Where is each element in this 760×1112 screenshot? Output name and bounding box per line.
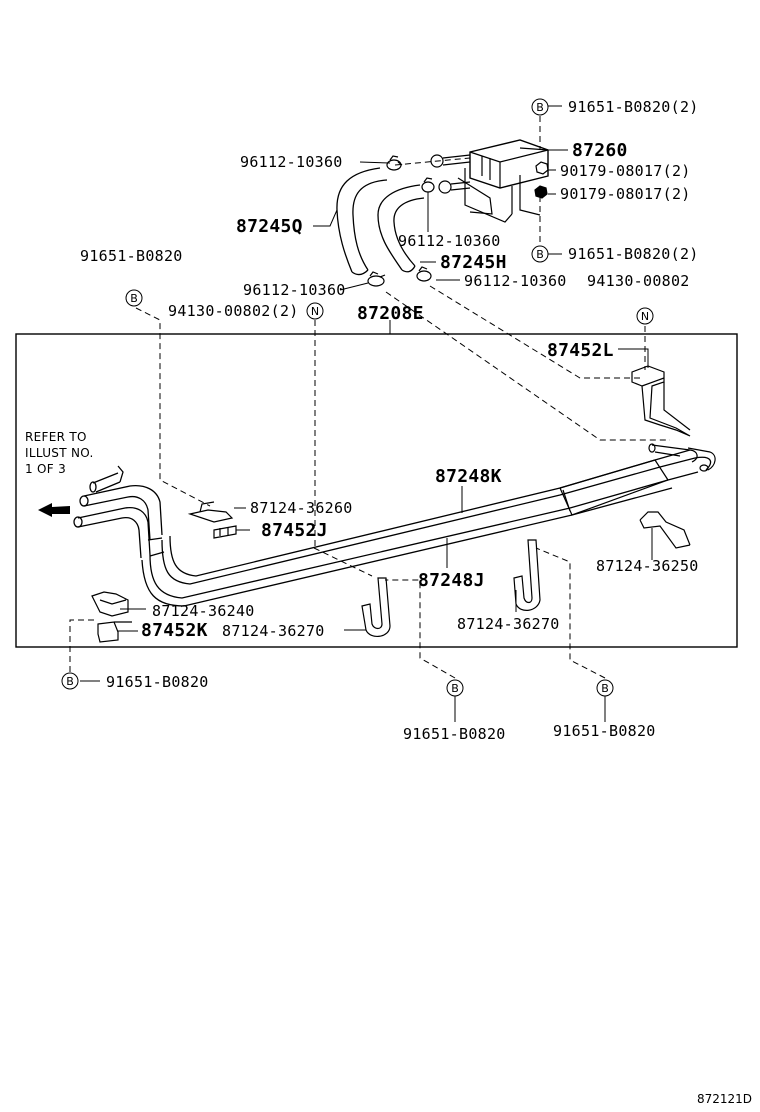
sleeve-segment bbox=[559, 459, 669, 516]
nut-90179-upper bbox=[535, 161, 549, 175]
label-87124-36250: 87124-36250 bbox=[596, 557, 699, 575]
marker-b-bottom-left-text: B bbox=[66, 675, 74, 688]
left-pipe-fittings bbox=[73, 465, 165, 559]
label-87208e: 87208E bbox=[357, 303, 424, 324]
label-clamp-right: 96112-10360 bbox=[464, 272, 567, 290]
nut-90179-lower bbox=[534, 185, 548, 199]
label-nut-1: 90179-08017(2) bbox=[560, 162, 691, 180]
label-87245q: 87245Q bbox=[236, 216, 303, 237]
label-clamp-mid: 96112-10360 bbox=[398, 232, 501, 250]
label-87124-36270-right: 87124-36270 bbox=[457, 615, 560, 633]
clip-87452k bbox=[97, 621, 132, 643]
marker-n-left bbox=[306, 302, 324, 320]
marker-n-left-text: N bbox=[311, 305, 319, 318]
clip-87124-36250 bbox=[639, 511, 691, 549]
clip-87124-36270-center bbox=[361, 577, 391, 637]
marker-b-left-top bbox=[125, 289, 143, 307]
label-87248j: 87248J bbox=[418, 570, 485, 591]
marker-b-bottom-right-text: B bbox=[601, 682, 609, 695]
label-87248k: 87248K bbox=[435, 466, 502, 487]
hose-clamp-right bbox=[416, 266, 432, 282]
clip-87124-36260 bbox=[187, 501, 234, 523]
label-b-top: 91651-B0820(2) bbox=[568, 98, 699, 116]
bracket-87452l bbox=[631, 365, 691, 437]
arrow-left-icon bbox=[38, 503, 70, 517]
hose-87245q bbox=[336, 167, 388, 276]
label-87452k: 87452K bbox=[141, 620, 208, 641]
label-87124-36270-center: 87124-36270 bbox=[222, 622, 325, 640]
leader-lines bbox=[80, 105, 653, 722]
marker-b-mid bbox=[531, 245, 549, 263]
reference-note-line2: ILLUST NO. bbox=[25, 446, 94, 460]
right-pipe-ends bbox=[648, 443, 716, 472]
fuel-line-87248j bbox=[141, 471, 699, 607]
fuel-line-87248k bbox=[161, 449, 712, 585]
label-b-mid: 91651-B0820(2) bbox=[568, 245, 699, 263]
marker-b-bottom-mid bbox=[446, 679, 464, 697]
marker-b-bottom-mid-text: B bbox=[451, 682, 459, 695]
dashed-leaders bbox=[69, 116, 670, 679]
label-clamp-left: 96112-10360 bbox=[243, 281, 346, 299]
assembly-frame bbox=[15, 333, 738, 648]
clip-87124-36240 bbox=[91, 591, 129, 617]
reference-note: REFER TO ILLUST NO. 1 OF 3 bbox=[25, 429, 94, 477]
marker-n-right-text: N bbox=[641, 310, 649, 323]
valve-bracket-87260 bbox=[430, 139, 549, 223]
marker-b-left-top-text: B bbox=[130, 292, 138, 305]
marker-b-bottom-right bbox=[596, 679, 614, 697]
marker-b-top bbox=[531, 98, 549, 116]
label-87124-36260: 87124-36260 bbox=[250, 499, 353, 517]
label-87260: 87260 bbox=[572, 140, 628, 161]
label-clamp-top: 96112-10360 bbox=[240, 153, 343, 171]
label-87452l: 87452L bbox=[547, 340, 614, 361]
label-87245h: 87245H bbox=[440, 252, 507, 273]
hose-clamp-left bbox=[367, 271, 386, 287]
hose-87245h bbox=[377, 184, 425, 273]
marker-b-mid-text: B bbox=[536, 248, 544, 261]
label-b-bottom-left: 91651-B0820 bbox=[106, 673, 209, 691]
clip-87124-36270-right bbox=[513, 539, 541, 611]
label-b-left-top: 91651-B0820 bbox=[80, 247, 183, 265]
hose-clamp-top bbox=[386, 155, 403, 171]
label-b-bottom-mid: 91651-B0820 bbox=[403, 725, 506, 743]
label-n-left: 94130-00802(2) bbox=[168, 302, 299, 320]
clip-87452j bbox=[213, 525, 237, 539]
label-87124-36240: 87124-36240 bbox=[152, 602, 255, 620]
marker-n-right bbox=[636, 307, 654, 325]
reference-note-line3: 1 OF 3 bbox=[25, 462, 67, 476]
label-nut-2: 90179-08017(2) bbox=[560, 185, 691, 203]
hose-clamp-mid bbox=[421, 177, 435, 193]
label-87452j: 87452J bbox=[261, 520, 328, 541]
label-b-bottom-right: 91651-B0820 bbox=[553, 722, 656, 740]
illustration-code: 872121D bbox=[696, 1092, 752, 1106]
marker-b-top-text: B bbox=[536, 101, 544, 114]
reference-note-line1: REFER TO bbox=[25, 430, 87, 444]
label-n-right: 94130-00802 bbox=[587, 272, 690, 290]
marker-b-bottom-left bbox=[61, 672, 79, 690]
